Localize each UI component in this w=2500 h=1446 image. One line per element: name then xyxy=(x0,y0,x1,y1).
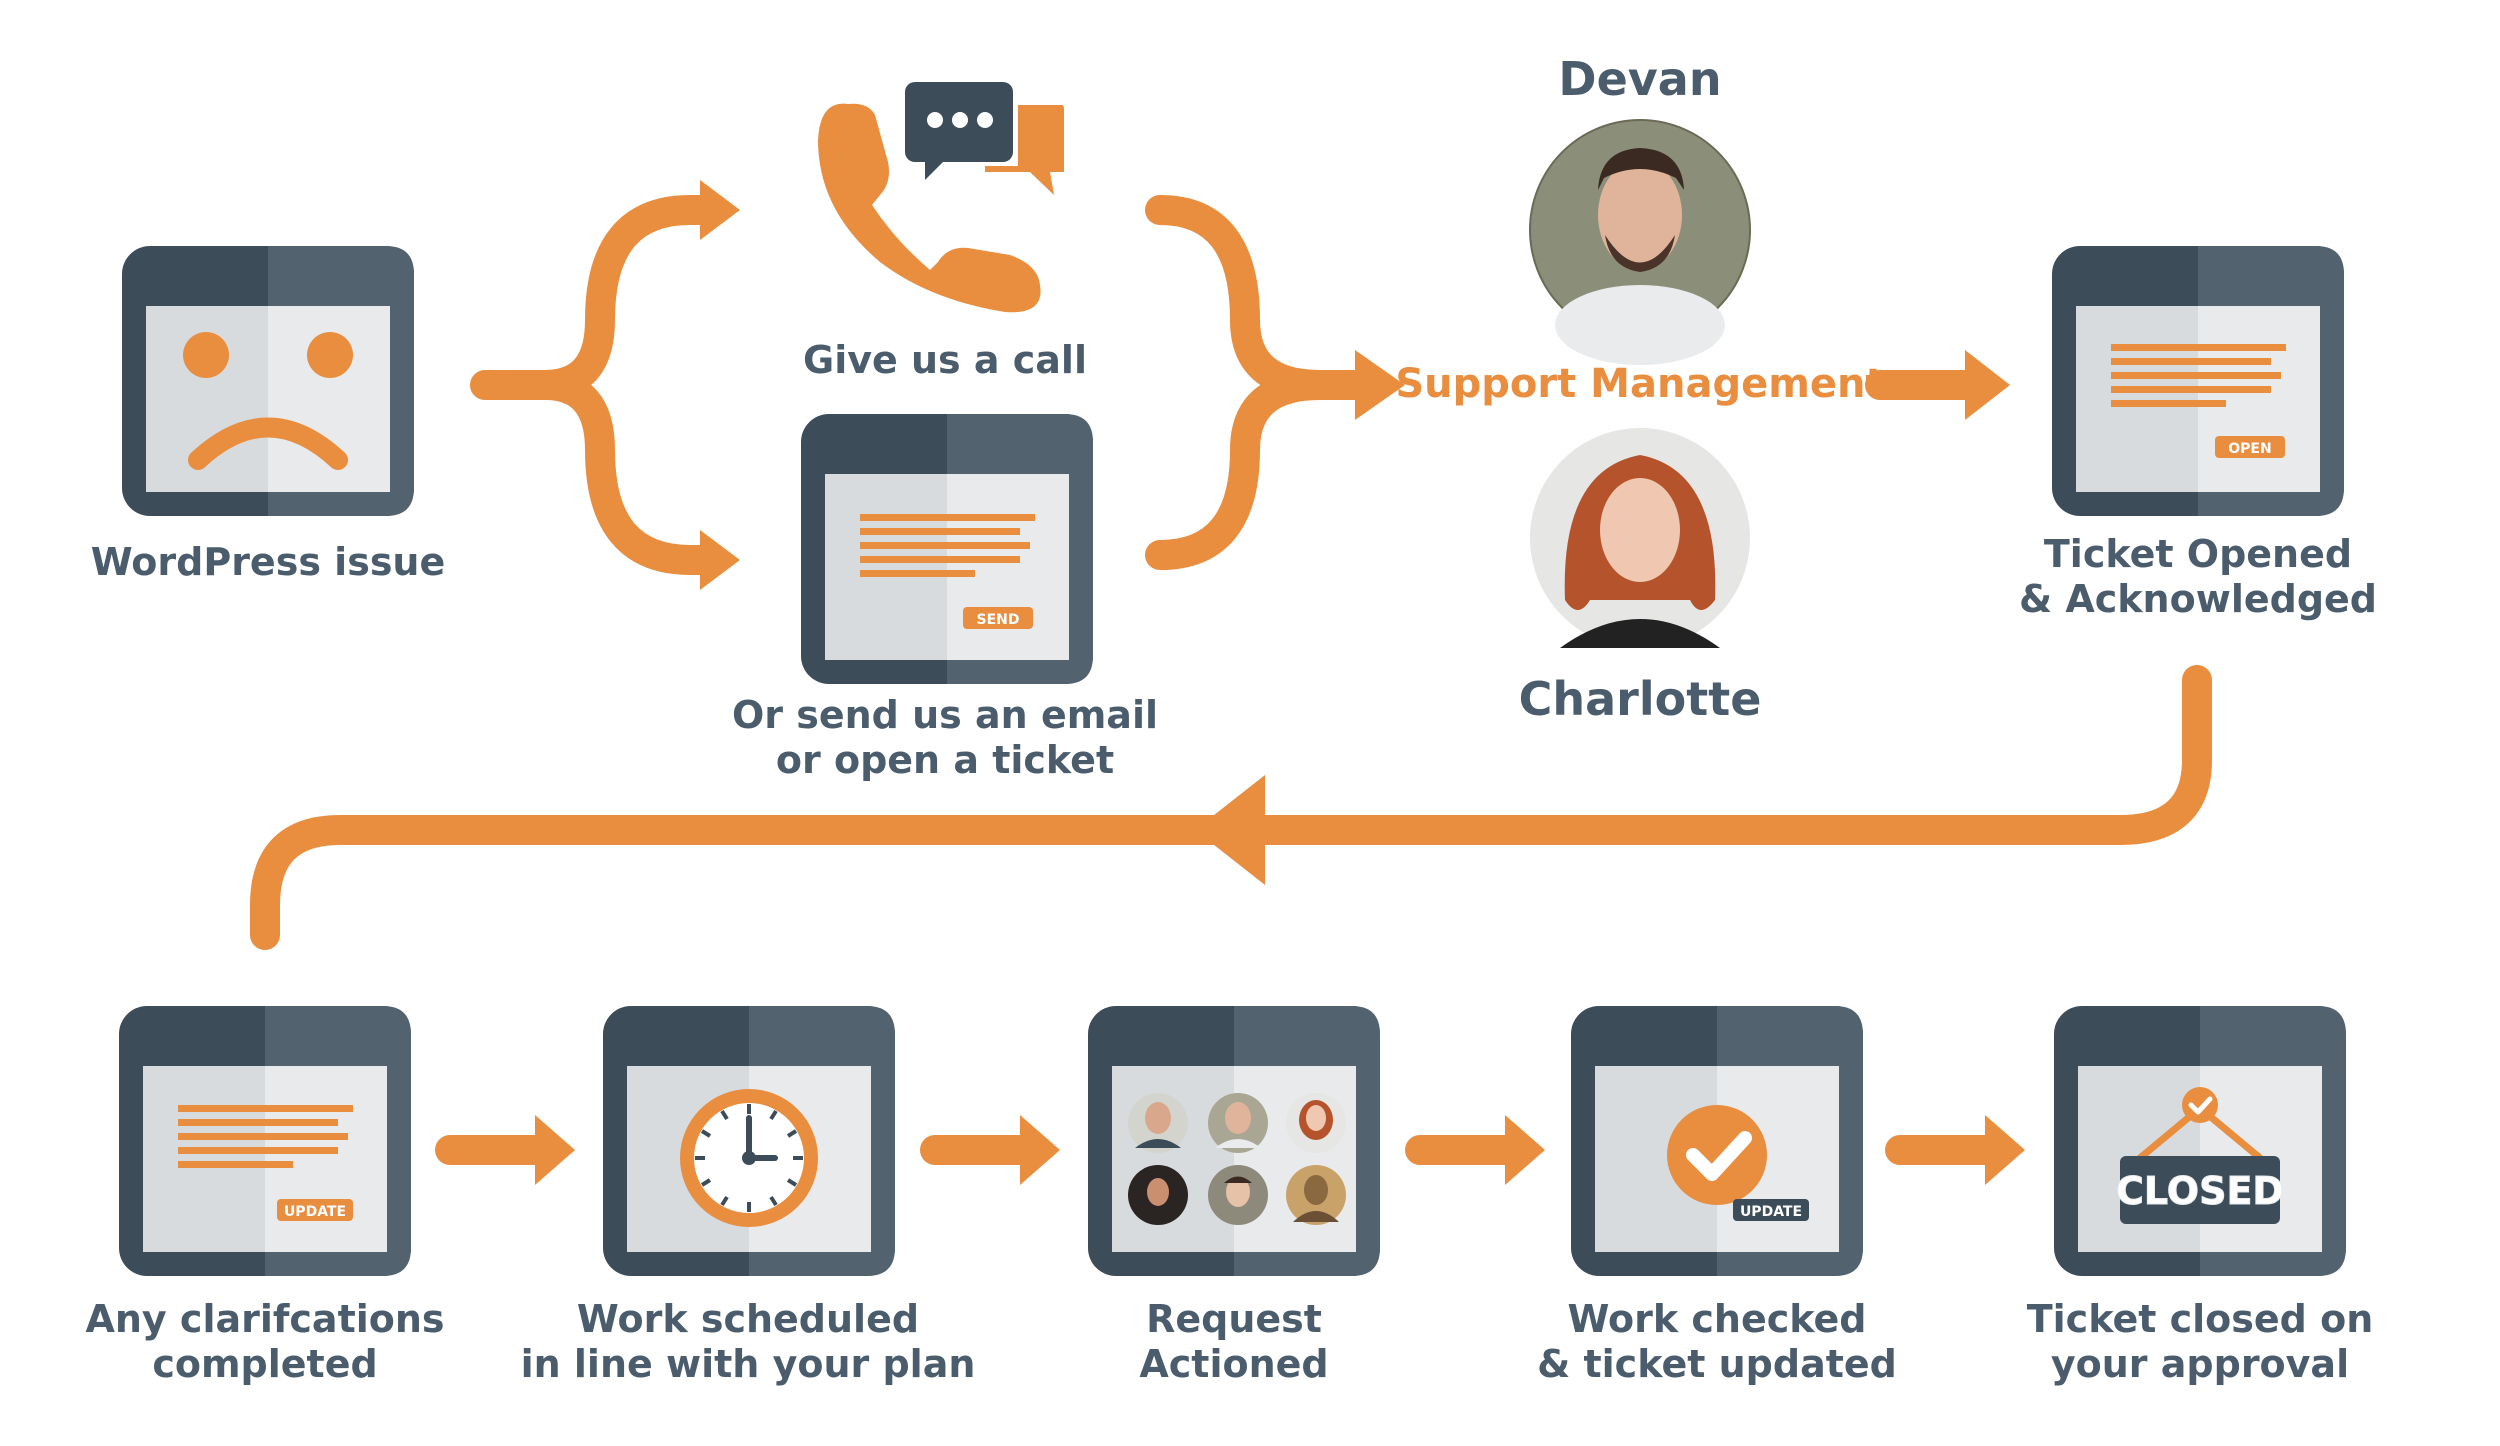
arrowhead-to-email xyxy=(700,530,740,590)
actioned-label-line1: Request xyxy=(1146,1297,1322,1341)
arrowhead-to-ticket xyxy=(1965,350,2010,420)
closed-label-line1: Ticket closed on xyxy=(2027,1297,2374,1341)
checked-label-line1: Work checked xyxy=(1567,1297,1866,1341)
team-member-avatar xyxy=(1286,1093,1346,1153)
clock-window-icon xyxy=(603,1006,895,1276)
ticket-opened-label-line2: & Acknowledged xyxy=(2019,577,2377,621)
arrowhead-to-action xyxy=(1020,1115,1060,1185)
person-name-devan: Devan xyxy=(1558,52,1721,106)
team-member-avatar xyxy=(1208,1093,1268,1153)
update-badge: UPDATE xyxy=(284,1204,346,1220)
branch-connector-left-lower xyxy=(530,370,720,575)
send-badge: SEND xyxy=(977,612,1020,628)
closed-sign-window-icon: CLOSED xyxy=(2054,1006,2346,1276)
closed-label-line2: your approval xyxy=(2051,1342,2349,1386)
support-management-label: Support Management xyxy=(1395,361,1884,407)
team-member-avatar xyxy=(1286,1165,1346,1225)
phone-chat-icon xyxy=(818,82,1064,313)
clarifications-label-line2: completed xyxy=(152,1342,377,1386)
branch-connector-left xyxy=(470,195,720,400)
team-member-avatar xyxy=(1128,1165,1188,1225)
arrowhead-to-support xyxy=(1355,350,1405,420)
ticket-window-icon: OPEN xyxy=(2052,246,2344,516)
team-window-icon xyxy=(1088,1006,1380,1276)
charlotte-avatar xyxy=(1530,428,1750,648)
person-name-charlotte: Charlotte xyxy=(1519,672,1762,726)
devan-avatar xyxy=(1529,119,1751,365)
merge-connector-lower xyxy=(1145,370,1335,570)
arrowhead-return xyxy=(1195,775,1265,885)
update-window-icon: UPDATE xyxy=(119,1006,411,1276)
arrowhead-to-check xyxy=(1505,1115,1545,1185)
arrowhead-to-call xyxy=(700,180,740,240)
wordpress-issue-label: WordPress issue xyxy=(91,540,446,584)
sad-face-window-icon xyxy=(122,246,414,516)
email-window-icon: SEND xyxy=(801,414,1093,684)
update-badge-dark: UPDATE xyxy=(1740,1204,1802,1220)
call-label: Give us a call xyxy=(803,338,1087,382)
arrowhead-to-close xyxy=(1985,1115,2025,1185)
arrowheads xyxy=(535,180,2025,1185)
open-badge: OPEN xyxy=(2228,441,2271,457)
team-member-avatar xyxy=(1208,1165,1268,1225)
scheduled-label-line1: Work scheduled xyxy=(577,1297,919,1341)
checkmark-window-icon: UPDATE xyxy=(1571,1006,1863,1276)
actioned-label-line2: Actioned xyxy=(1139,1342,1328,1386)
ticket-opened-label-line1: Ticket Opened xyxy=(2044,532,2352,576)
email-label-line1: Or send us an email xyxy=(732,693,1158,737)
arrowhead-to-schedule xyxy=(535,1115,575,1185)
merge-connector-upper xyxy=(1145,195,1375,400)
closed-sign-text: CLOSED xyxy=(2116,1169,2284,1213)
checked-label-line2: & ticket updated xyxy=(1537,1342,1897,1386)
email-label-line2: or open a ticket xyxy=(776,738,1114,782)
clarifications-label-line1: Any clarifcations xyxy=(85,1297,444,1341)
scheduled-label-line2: in line with your plan xyxy=(521,1342,976,1386)
team-member-avatar xyxy=(1128,1093,1188,1153)
